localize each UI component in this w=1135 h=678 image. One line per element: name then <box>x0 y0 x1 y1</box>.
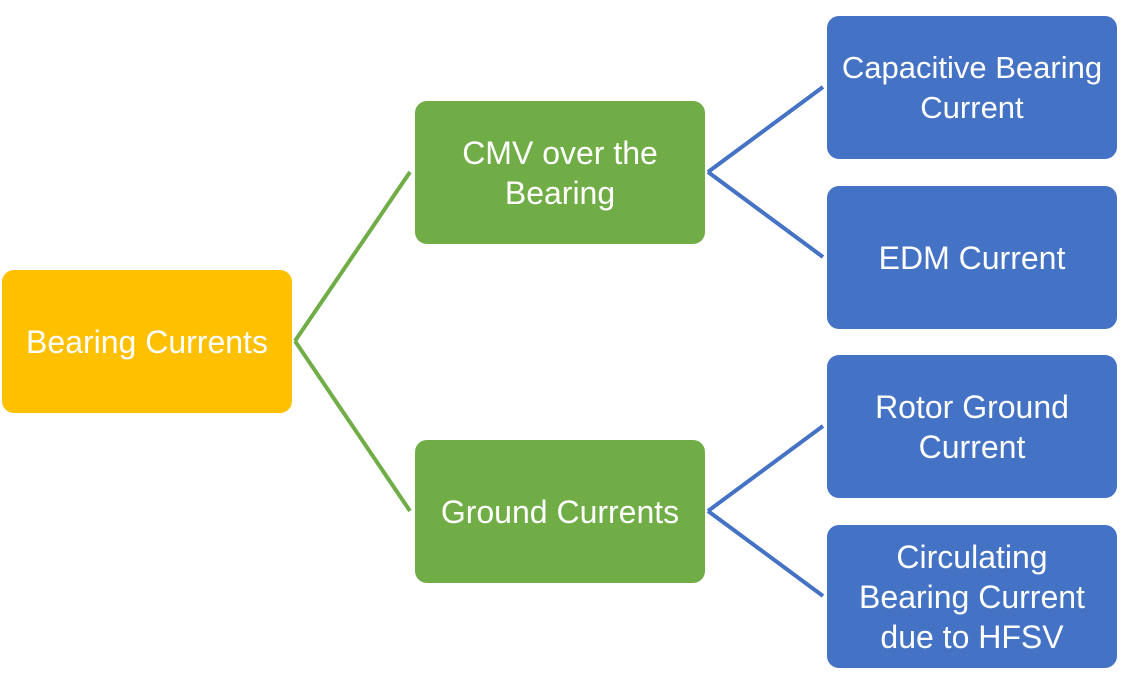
connector-cmv-capacitive <box>706 85 825 174</box>
node-ground-currents: Ground Currents <box>415 440 705 583</box>
connector-cmv-edm <box>706 170 825 259</box>
node-label: EDM Current <box>878 239 1066 276</box>
node-rotor-ground-current: Rotor Ground Current <box>827 355 1117 498</box>
node-bearing-currents: Bearing Currents <box>2 270 292 413</box>
node-cmv-over-bearing: CMV over the Bearing <box>415 101 705 244</box>
node-label: Ground Currents <box>440 493 680 530</box>
node-label: Capacitive Bearing Current <box>841 49 1103 125</box>
node-edm-current: EDM Current <box>827 186 1117 329</box>
node-label: Bearing Currents <box>26 323 268 360</box>
node-label: CMV over the Bearing <box>462 134 658 211</box>
connector-ground-circulating <box>706 509 825 598</box>
node-capacitive-bearing-current: Capacitive Bearing Current <box>827 16 1117 159</box>
connector-ground-rotor <box>706 424 825 513</box>
connector-root-cmv <box>293 170 412 343</box>
node-label: Circulating Bearing Current due to HFSV <box>859 538 1085 655</box>
node-label: Rotor Ground Current <box>875 388 1069 465</box>
connector-root-ground <box>293 339 412 513</box>
node-circulating-bearing-current: Circulating Bearing Current due to HFSV <box>827 525 1117 668</box>
